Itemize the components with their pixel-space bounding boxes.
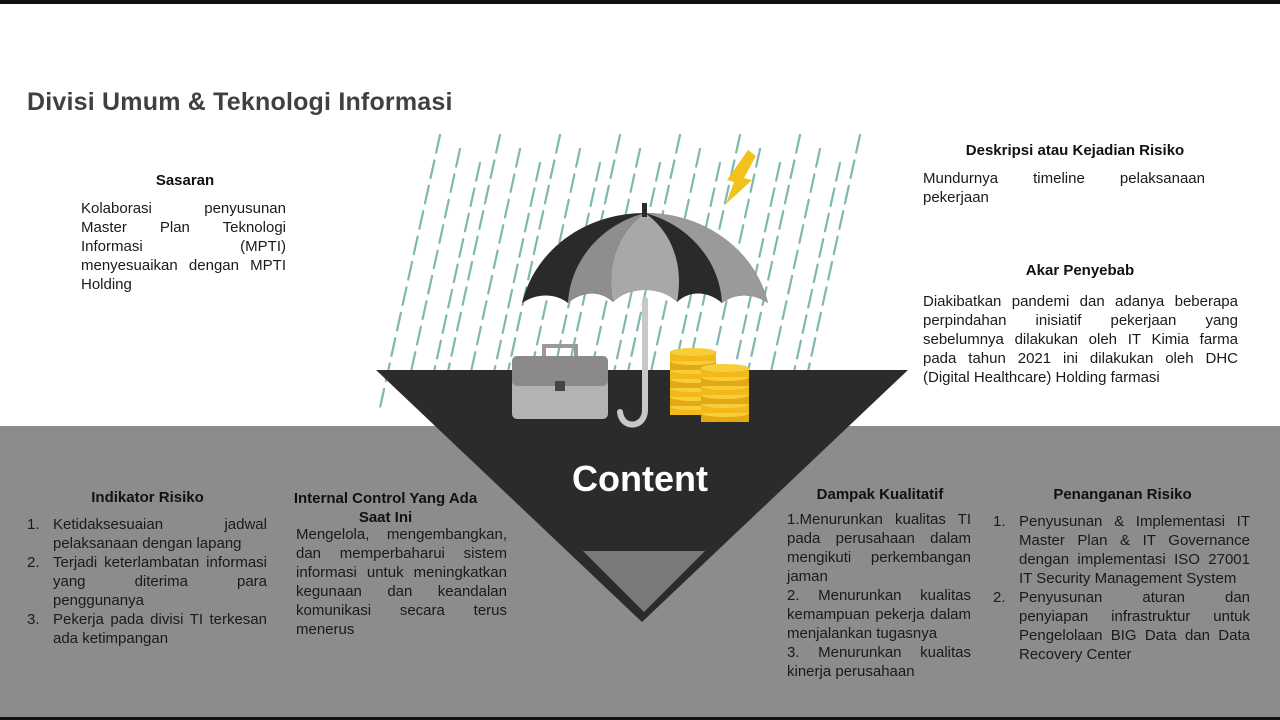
list-item: 2.Terjadi keterlambatan informasi yang d… bbox=[27, 554, 267, 609]
internal-text: Mengelola, mengembangkan, dan memperbaha… bbox=[296, 526, 507, 638]
dampak-heading: Dampak Kualitatif bbox=[816, 486, 944, 503]
umbrella-icon bbox=[522, 203, 768, 428]
inner-triangle bbox=[583, 551, 705, 612]
dampak-list: 1.Menurunkan kualitas TI pada perusahaan… bbox=[787, 510, 971, 681]
indikator-heading: Indikator Risiko bbox=[91, 489, 204, 506]
page-title: Divisi Umum & Teknologi Informasi bbox=[27, 88, 453, 116]
list-item: 1.Ketidaksesuaian jadwal pelaksanaan den… bbox=[27, 516, 267, 552]
sasaran-text: Kolaborasi penyusunan Master Plan Teknol… bbox=[81, 200, 286, 293]
list-item: 2. Menurunkan kualitas kemampuan pekerja… bbox=[787, 587, 971, 642]
top-border bbox=[0, 0, 1280, 4]
akar-heading: Akar Penyebab bbox=[1025, 262, 1135, 279]
bottom-border bbox=[0, 717, 1280, 720]
penanganan-heading: Penanganan Risiko bbox=[1053, 486, 1192, 503]
deskripsi-heading: Deskripsi atau Kejadian Risiko bbox=[965, 142, 1185, 159]
internal-heading: Internal Control Yang Ada Saat Ini bbox=[293, 490, 478, 526]
briefcase-icon bbox=[512, 344, 608, 419]
indikator-list: 1.Ketidaksesuaian jadwal pelaksanaan den… bbox=[27, 515, 267, 648]
content-triangle bbox=[376, 370, 908, 622]
penanganan-list: 1.Penyusunan & Implementasi IT Master Pl… bbox=[993, 512, 1250, 664]
list-item: 3.Pekerja pada divisi TI terkesan ada ke… bbox=[27, 611, 267, 647]
coin-stack-icon bbox=[670, 348, 749, 422]
akar-text: Diakibatkan pandemi dan adanya beberapa … bbox=[923, 293, 1238, 386]
deskripsi-text: Mundurnya timeline pelaksanaan pekerjaan bbox=[923, 170, 1205, 206]
sasaran-heading: Sasaran bbox=[155, 172, 215, 189]
lightning-icon bbox=[726, 150, 756, 204]
list-item: 2.Penyusunan aturan dan penyiapan infras… bbox=[993, 589, 1250, 663]
list-item: 1.Penyusunan & Implementasi IT Master Pl… bbox=[993, 513, 1250, 587]
list-item: 1.Menurunkan kualitas TI pada perusahaan… bbox=[787, 511, 971, 585]
content-label: Content bbox=[572, 458, 708, 499]
list-item: 3. Menurunkan kualitas kinerja perusahaa… bbox=[787, 644, 971, 680]
